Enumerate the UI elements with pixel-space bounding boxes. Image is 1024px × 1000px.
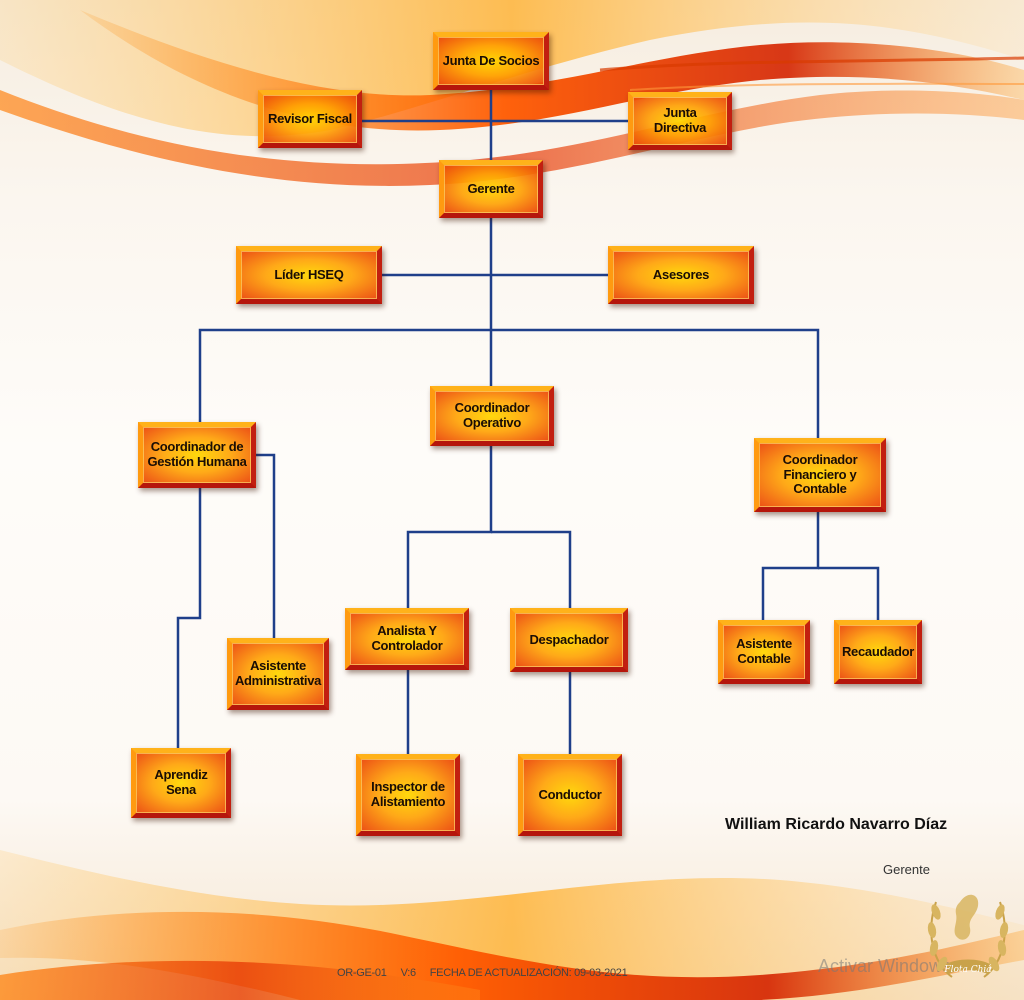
company-seal-logo: Flota Chiá [927,894,1009,978]
node-aprendiz-sena: Aprendiz Sena [131,748,231,818]
connector-gh-asistente [252,453,276,640]
node-asistente-administrativa: Asistente Administrativa [227,638,329,710]
node-conductor: Conductor [518,754,622,836]
connector-branch-coordinators [198,328,820,440]
node-junta-directiva: Junta Directiva [628,92,732,150]
svg-text:Flota Chiá: Flota Chiá [943,964,991,975]
connector-gh-aprendiz [176,488,202,748]
document-footer: OR-GE-01 V:6 FECHA DE ACTUALIZACIÓN: 09-… [337,967,628,979]
connector-operativo-split [406,446,493,608]
node-gerente: Gerente [439,160,543,218]
node-coordinador-operativo: Coordinador Operativo [430,386,554,446]
connector-financiero-split [761,512,820,622]
node-recaudador: Recaudador [834,620,922,684]
footer-update-date: FECHA DE ACTUALIZACIÓN: 09-03-2021 [429,967,628,979]
activation-watermark: Activar Windows [818,956,952,976]
connector-financiero-recaudador [818,566,880,622]
node-lider-hseq: Líder HSEQ [236,246,382,304]
footer-version: V:6 [400,967,417,979]
node-despachador: Despachador [510,608,628,672]
node-asistente-contable: Asistente Contable [718,620,810,684]
node-inspector-alistamiento: Inspector de Alistamiento [356,754,460,836]
node-junta-de-socios: Junta De Socios [433,32,549,90]
node-asesores: Asesores [608,246,754,304]
footer-code: OR-GE-01 [337,967,387,979]
node-coordinador-gestion-humana: Coordinador de Gestión Humana [138,422,256,488]
signature-role: Gerente [883,862,930,877]
signature-name: William Ricardo Navarro Díaz [725,816,948,833]
connector-operativo-despachador [491,530,572,610]
node-revisor-fiscal: Revisor Fiscal [258,90,362,148]
node-analista-controlador: Analista Y Controlador [345,608,469,670]
node-coordinador-financiero-contable: Coordinador Financiero y Contable [754,438,886,512]
